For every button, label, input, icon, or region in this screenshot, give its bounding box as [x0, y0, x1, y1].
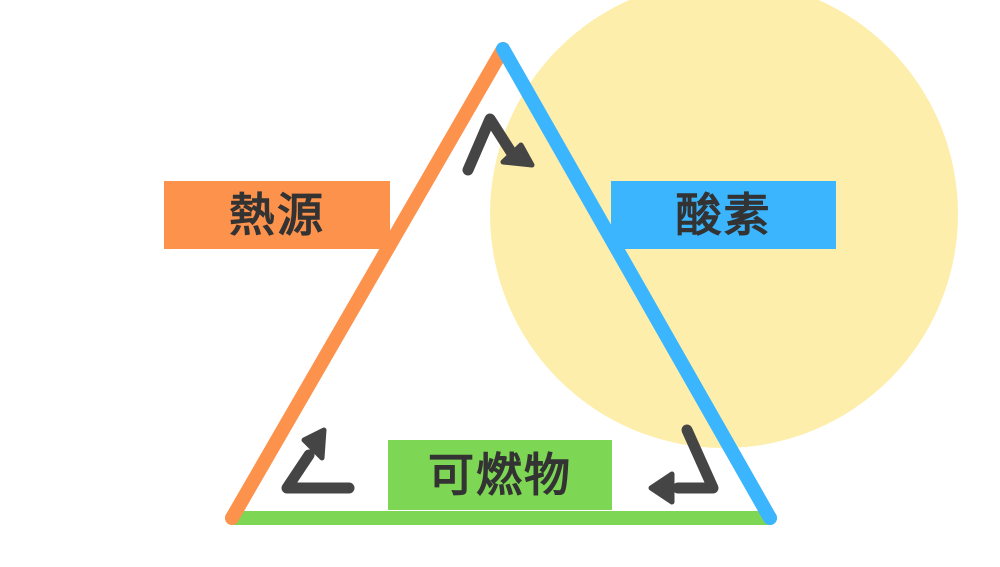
oxygen-label: 酸素 [675, 188, 772, 242]
heat-edge [225, 42, 510, 525]
fuel-label-box: 可燃物 [388, 440, 612, 510]
oxygen-edge [496, 42, 777, 525]
fuel-label: 可燃物 [428, 448, 572, 502]
cycle-arrow-icon [462, 113, 535, 176]
heat-source-label-box: 熱源 [164, 181, 390, 249]
heat-source-label: 熱源 [229, 188, 325, 242]
oxygen-label-box: 酸素 [611, 181, 836, 249]
cycle-arrow-icon [281, 427, 355, 494]
cycle-arrow-icon [648, 424, 719, 505]
